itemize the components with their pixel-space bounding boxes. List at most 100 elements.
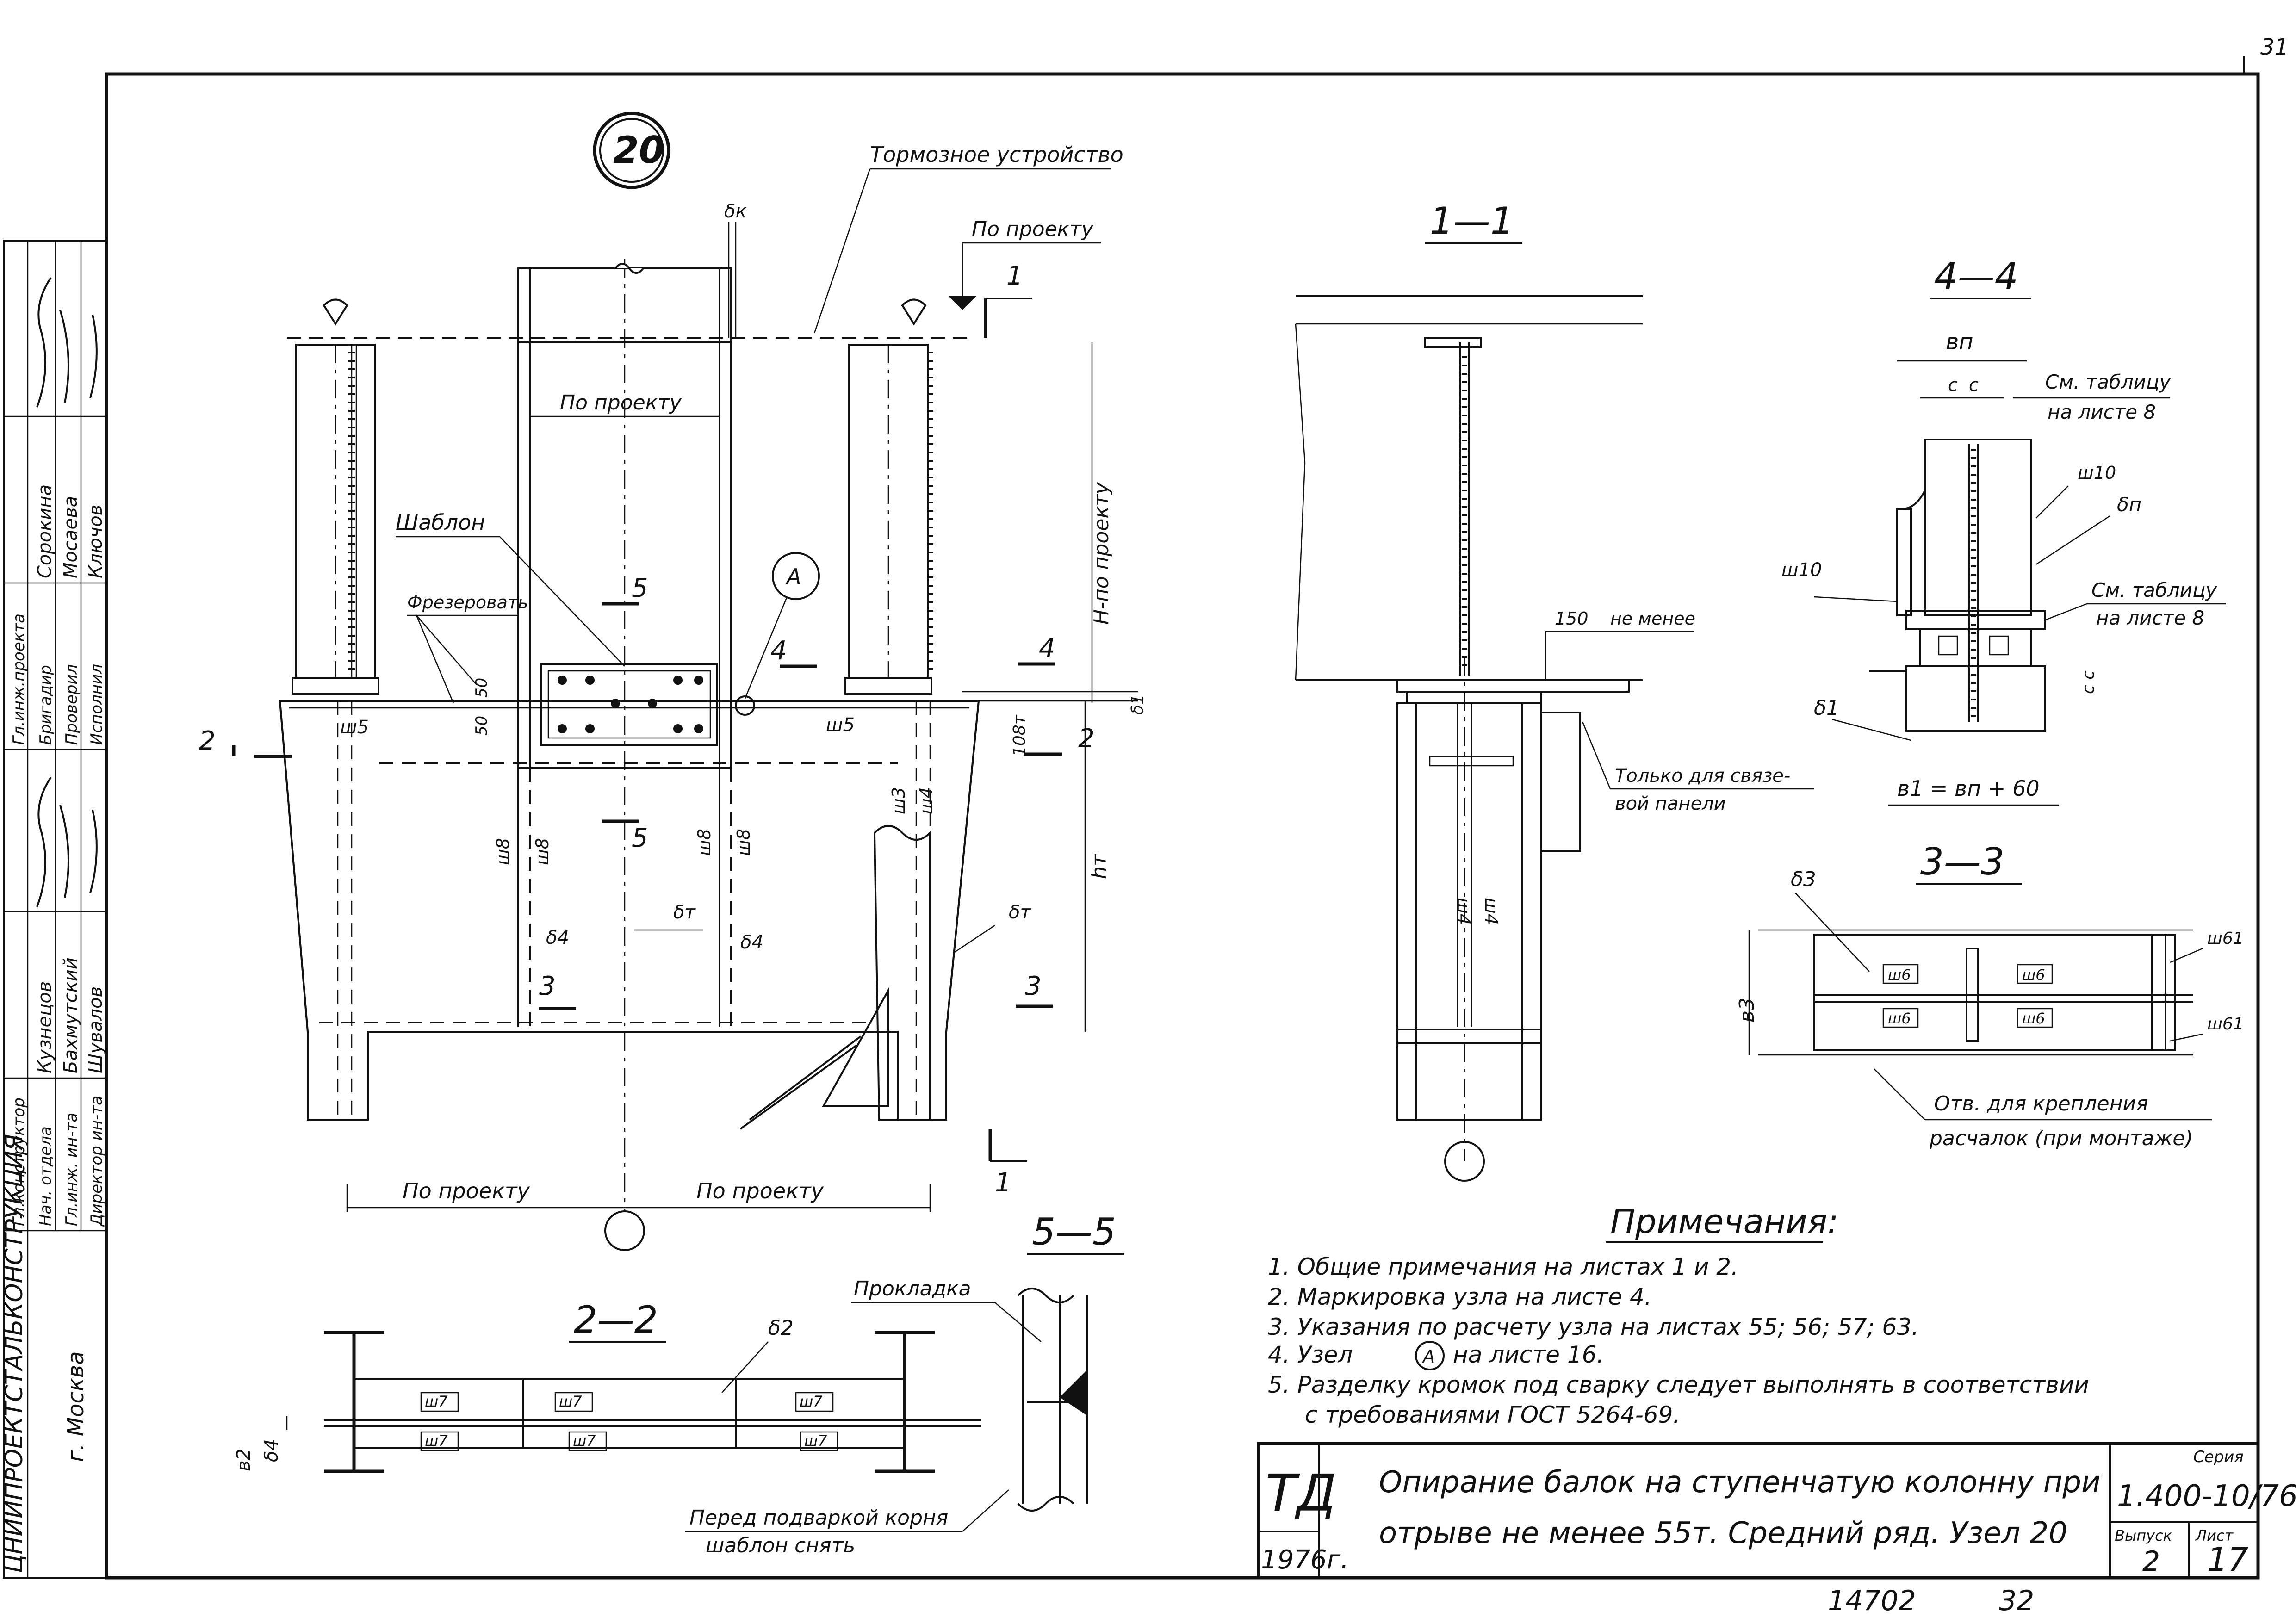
section-mark-1-top: 1 <box>1006 261 1023 291</box>
stamp-name-5: Мосаева <box>60 496 81 578</box>
c1-label: c <box>1948 375 1958 395</box>
footer-archive: 14702 <box>1828 1585 1916 1617</box>
sh5a-label: ш5 <box>340 717 369 738</box>
not-less-label: не менее <box>1610 608 1695 629</box>
on-sheet-8-label: на листе 8 <box>2048 401 2156 423</box>
per-project-mid-label: По проекту <box>560 391 682 415</box>
section-mark-4-left: 4 <box>770 636 787 666</box>
side-stamp-org: ЦНИИПРОЕКТСТАЛЬКОНСТРУКЦИЯ <box>0 1134 28 1573</box>
node-number: 20 <box>613 129 664 172</box>
outer-frame <box>105 72 2260 1580</box>
sh6b-label: ш6 <box>2022 966 2045 984</box>
main-elevation: 20 Тормозное устройство По проекту δк <box>199 112 1147 1251</box>
sh10b-label: ш10 <box>1781 559 1822 581</box>
only-for-label-2: вой панели <box>1615 793 1726 814</box>
stamp-role-7: Исполнил <box>87 664 106 745</box>
note-5-cont: с требованиями ГОСТ 5264-69. <box>1305 1401 1680 1428</box>
year: 1976г. <box>1261 1545 1349 1575</box>
only-for-label: Только для связе- <box>1615 765 1790 787</box>
delta-4-22-label: δ4 <box>261 1439 282 1462</box>
delta-3-label: δ3 <box>1791 868 1816 891</box>
sh8d-label: ш8 <box>733 829 754 856</box>
sh8a-label: ш8 <box>493 838 513 865</box>
holes-label: Отв. для крепления <box>1934 1092 2148 1116</box>
sh61a-label: ш61 <box>2207 929 2244 948</box>
see-table2-label: См. таблицу <box>2091 579 2218 601</box>
delta-t2-label: δт <box>1009 902 1031 923</box>
section-2-2: 2—2 δ2 ш7 ш7 ш7 ш7 ш7 ш7 в2 δ4 Перед под… <box>233 1298 1009 1557</box>
sh7-6: ш7 <box>804 1432 827 1450</box>
b1-formula-label: в1 = вп + 60 <box>1897 776 2040 801</box>
footer-page: 32 <box>1999 1585 2034 1617</box>
section-3-3: 3—3 δ3 в3 ш6 ш6 ш6 ш6 ш61 ш61 Отв. для к… <box>1735 840 2244 1150</box>
template-label: Шаблон <box>396 510 485 535</box>
on-sheet-8b-label: на листе 8 <box>2096 607 2204 629</box>
gasket-label: Прокладка <box>854 1277 971 1301</box>
per-project-top-label: По проекту <box>972 217 1094 241</box>
sh7-1: ш7 <box>425 1393 448 1410</box>
stamp-name-4: Сорокина <box>34 484 56 578</box>
b-p-label: вп <box>1946 329 1973 355</box>
page-number-top: 31 <box>2260 34 2289 60</box>
note-2: 2. Маркировка узла на листе 4. <box>1268 1283 1652 1310</box>
sh3-label: ш3 <box>888 787 909 814</box>
section-1-1: 1—1 150 не менее Только для связе- вой п… <box>1295 199 1814 1182</box>
node-a-circle <box>772 552 820 600</box>
bottom-per-project-right: По проекту <box>696 1178 824 1203</box>
note-4-rest: на листе 16. <box>1453 1341 1604 1368</box>
td-mark: ТД <box>1266 1463 1336 1523</box>
note-4: 4. Узел <box>1268 1341 1353 1368</box>
series: 1.400-10/76 <box>2117 1479 2296 1513</box>
node-circle <box>593 112 670 189</box>
notes: Примечания: 1. Общие примечания на листа… <box>1268 1202 2089 1428</box>
sh4-label: ш4 <box>916 787 937 814</box>
stamp-role-8: Гл.инж.проекта <box>10 614 28 745</box>
title-block: ТД 1976г. Опирание балок на ступенчатую … <box>1257 1442 2296 1580</box>
section-3-3-title: 3—3 <box>1920 840 2004 883</box>
section-mark-5-bottom: 5 <box>632 823 648 853</box>
see-table-label: См. таблицу <box>2045 371 2172 393</box>
dim-50a: 50 <box>472 678 491 698</box>
stamp-role-4: Директор ин-та <box>87 1096 106 1227</box>
section-4-4-title: 4—4 <box>1934 255 2018 298</box>
stamp-role-2: Нач. отдела <box>37 1126 55 1226</box>
sh7-2: ш7 <box>559 1393 582 1410</box>
node-a-label: А <box>785 564 801 589</box>
section-mark-2-left: 2 <box>199 726 216 756</box>
section-5-5-title: 5—5 <box>1032 1210 1116 1253</box>
sh5b-label: ш5 <box>826 714 855 736</box>
bottom-per-project-left: По проекту <box>403 1178 530 1203</box>
sh10a-label: ш10 <box>2078 463 2116 483</box>
issue-label: Выпуск <box>2115 1527 2172 1544</box>
note-3: 3. Указания по расчету узла на листах 55… <box>1268 1314 1919 1340</box>
brake-device-label: Тормозное устройство <box>870 142 1123 167</box>
b2-label: в2 <box>233 1449 254 1471</box>
stamp-role-6: Проверил <box>62 664 81 745</box>
h-per-project-label: H-по проекту <box>1090 482 1113 625</box>
title-line-1: Опирание балок на ступенчатую колонну пр… <box>1379 1465 2101 1500</box>
delta-1-44-label: δ1 <box>1814 696 1839 720</box>
section-mark-5-top: 5 <box>632 573 648 603</box>
dim-150-label: 150 <box>1555 608 1589 629</box>
section-mark-2-right: 2 <box>1078 724 1095 754</box>
signature-1 <box>36 776 98 907</box>
delta-t-label: δт <box>673 902 696 923</box>
sh7-4: ш7 <box>425 1432 448 1450</box>
remove-template-label-2: шаблон снять <box>706 1534 855 1557</box>
title-line-2: отрыве не менее 55т. Средний ряд. Узел 2… <box>1379 1516 2067 1550</box>
delta-1-label: δ1 <box>1128 694 1147 715</box>
note-5: 5. Разделку кромок под сварку следует вы… <box>1268 1371 2089 1398</box>
signature-2 <box>36 277 98 408</box>
stamp-name-3: Шувалов <box>85 986 106 1073</box>
section-2-2-title: 2—2 <box>574 1298 658 1341</box>
stamp-role-5: Бригадир <box>37 665 55 745</box>
sh4a-11-label: ш4 <box>1481 898 1502 925</box>
splice-plate <box>540 663 718 746</box>
mill-label: Фрезеровать <box>407 592 528 613</box>
note-1: 1. Общие примечания на листах 1 и 2. <box>1268 1253 1738 1280</box>
delta-2-label: δ2 <box>768 1316 794 1340</box>
delta-k-label: δк <box>724 201 747 222</box>
section-mark-3-right: 3 <box>1025 971 1042 1001</box>
sh7-3: ш7 <box>800 1393 823 1410</box>
side-stamp-city: г. Москва <box>63 1351 89 1462</box>
